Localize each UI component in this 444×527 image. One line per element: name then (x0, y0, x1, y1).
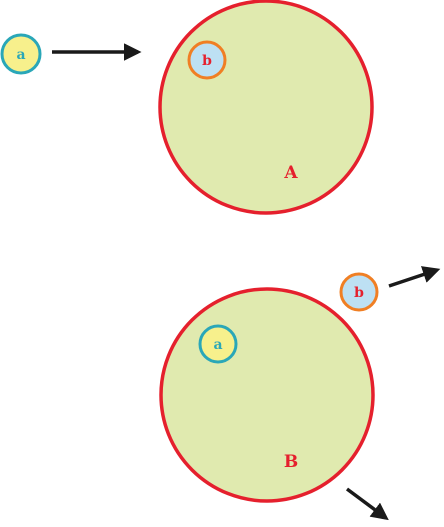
cell-a-label: A (283, 163, 298, 183)
top-particle-a: a (0, 33, 42, 75)
top-particle-b-circle (187, 40, 227, 80)
bottom-arrow-cell-outward (345, 487, 389, 521)
bottom-particle-b-label: b (354, 285, 364, 301)
top-particle-b-label: b (202, 53, 212, 69)
cell-b (159, 287, 375, 503)
bottom-particle-a-label: a (213, 337, 222, 353)
bottom-particle-a: a (198, 324, 238, 364)
cell-b-label: B (284, 452, 298, 472)
bottom-scene: a b B (159, 266, 441, 521)
bottom-particle-b: b (339, 272, 379, 312)
top-scene: a b A (0, 0, 374, 215)
top-particle-b: b (187, 40, 227, 80)
top-particle-a-circle (0, 33, 42, 75)
bottom-arrow-b-outward (388, 266, 441, 288)
bottom-particle-b-circle (339, 272, 379, 312)
top-particle-a-label: a (16, 47, 25, 63)
bottom-particle-a-circle (198, 324, 238, 364)
cell-a (158, 0, 374, 215)
